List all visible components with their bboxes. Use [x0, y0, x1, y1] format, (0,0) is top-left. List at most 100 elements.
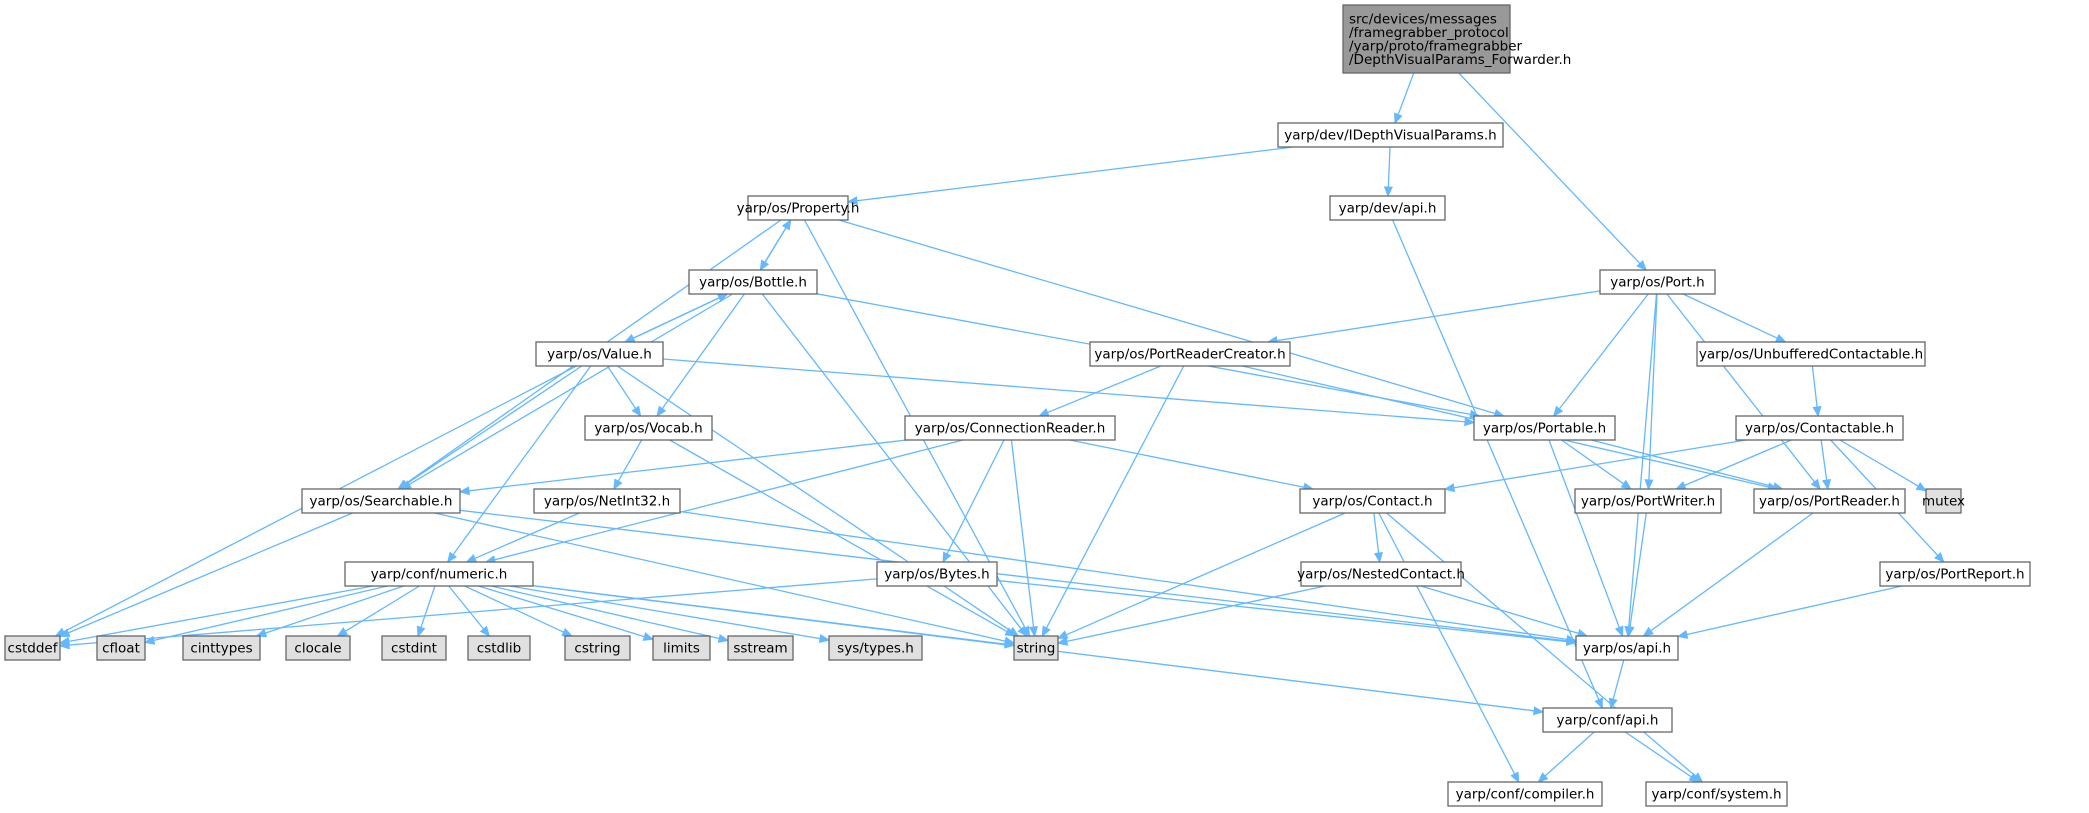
node-prc[interactable]: yarp/os/PortReaderCreator.h [1089, 341, 1291, 367]
node-label: yarp/os/ConnectionReader.h [915, 421, 1106, 437]
edge-port-to-portwriter [1644, 293, 1658, 491]
edge-arrowhead [942, 551, 952, 564]
node-value[interactable]: yarp/os/Value.h [535, 341, 664, 367]
edge-connreader-to-bytes [942, 439, 1005, 564]
edge-line [616, 365, 1012, 632]
edge-idepth-to-devapi [1383, 146, 1393, 198]
node-systypes: sys/types.h [828, 635, 923, 661]
edge-arrowhead [1644, 479, 1654, 491]
edge-connreader-to-searchable [458, 439, 907, 496]
edge-line [669, 439, 1008, 633]
node-idepth[interactable]: yarp/dev/IDepthVisualParams.h [1277, 122, 1504, 148]
node-box [1574, 488, 1722, 514]
node-box [381, 635, 447, 661]
node-contactable[interactable]: yarp/os/Contactable.h [1735, 415, 1904, 441]
node-label: yarp/os/UnbufferedContactable.h [1699, 347, 1923, 363]
edge-arrowhead [1004, 627, 1016, 637]
edge-arrowhead [1566, 636, 1578, 647]
node-box [904, 415, 1116, 441]
node-root[interactable]: src/devices/messages/framegrabber_protoc… [1342, 4, 1571, 74]
edge-bottle-to-vocab [656, 293, 745, 418]
node-vocab[interactable]: yarp/os/Vocab.h [584, 415, 713, 441]
edge-arrowhead [1810, 478, 1821, 491]
edge-nested-to-osapi [1420, 585, 1589, 638]
node-bytes[interactable]: yarp/os/Bytes.h [876, 561, 998, 587]
edge-arrowhead [255, 628, 268, 638]
edge-osapi-to-confapi [1608, 659, 1625, 710]
edge-property-to-portable [838, 219, 1506, 418]
node-port[interactable]: yarp/os/Port.h [1599, 269, 1716, 295]
edge-line [1811, 365, 1818, 408]
edge-searchable-to-cstddef [58, 512, 353, 637]
node-box [1447, 781, 1603, 807]
node-connreader[interactable]: yarp/os/ConnectionReader.h [904, 415, 1116, 441]
node-box [1753, 488, 1906, 514]
node-osapi[interactable]: yarp/os/api.h [1575, 635, 1679, 661]
edge-arrowhead [397, 479, 410, 490]
node-label: sstream [733, 641, 787, 657]
node-confapi[interactable]: yarp/conf/api.h [1542, 707, 1673, 733]
node-box [1575, 635, 1679, 661]
node-label: cfloat [102, 641, 140, 657]
edge-line [420, 585, 436, 628]
node-portable[interactable]: yarp/os/Portable.h [1473, 415, 1616, 441]
edge-line [996, 579, 1568, 643]
node-bottle[interactable]: yarp/os/Bottle.h [688, 269, 818, 295]
edge-line [490, 585, 720, 640]
edge-portreader-to-osapi [1642, 512, 1814, 637]
node-unbuf[interactable]: yarp/os/UnbufferedContactable.h [1696, 341, 1926, 367]
edge-line [624, 297, 720, 343]
node-label: yarp/conf/compiler.h [1456, 787, 1595, 803]
edge-arrowhead [1464, 417, 1476, 427]
edge-numeric-to-systypes [509, 585, 831, 644]
edge-line [1686, 585, 1902, 636]
node-box [285, 635, 351, 661]
node-label: yarp/os/Bottle.h [699, 275, 807, 291]
edge-line [1624, 731, 1692, 778]
edge-arrowhead [1608, 697, 1618, 710]
node-box [1013, 635, 1059, 661]
edge-bytes-to-osapi [996, 579, 1578, 647]
node-label: yarp/os/Bytes.h [884, 567, 990, 583]
edge-line [856, 146, 1294, 202]
node-searchable[interactable]: yarp/os/Searchable.h [301, 488, 461, 514]
node-portwriter[interactable]: yarp/os/PortWriter.h [1574, 488, 1722, 514]
node-portreader[interactable]: yarp/os/PortReader.h [1753, 488, 1906, 514]
edge-confapi-to-system [1624, 731, 1700, 783]
node-nested[interactable]: yarp/os/NestedContact.h [1297, 561, 1465, 587]
node-box [1342, 4, 1511, 74]
edge-arrowhead [1041, 625, 1051, 638]
edge-line [1453, 439, 1747, 489]
node-label: src/devices/messages [1349, 11, 1497, 27]
edge-arrowhead [58, 628, 71, 637]
edge-root-to-idepth [1394, 72, 1415, 125]
edge-portable-to-portreader [1591, 439, 1784, 492]
node-netint32[interactable]: yarp/os/NetInt32.h [533, 488, 681, 514]
node-label: yarp/os/Contact.h [1312, 494, 1432, 510]
node-label: clocale [294, 641, 341, 657]
edge-line [68, 585, 374, 643]
edge-arrowhead [465, 554, 478, 563]
edge-arrowhead [1620, 479, 1633, 490]
node-portreport[interactable]: yarp/os/PortReport.h [1879, 561, 2031, 587]
node-contact[interactable]: yarp/os/Contact.h [1299, 488, 1446, 514]
node-system[interactable]: yarp/conf/system.h [1645, 781, 1788, 807]
edge-line [265, 585, 404, 634]
node-box [533, 488, 681, 514]
node-devapi[interactable]: yarp/dev/api.h [1329, 195, 1446, 221]
node-box [1473, 415, 1616, 441]
node-limits: limits [652, 635, 711, 661]
node-box [344, 561, 534, 587]
node-numeric[interactable]: yarp/conf/numeric.h [344, 561, 534, 587]
node-compiler[interactable]: yarp/conf/compiler.h [1447, 781, 1603, 807]
node-property[interactable]: yarp/os/Property.h [737, 195, 860, 221]
edge-contact-to-compiler [1378, 512, 1520, 784]
edge-line [1650, 512, 1814, 632]
node-box [1599, 269, 1716, 295]
edge-contactable-to-portwriter [1675, 439, 1792, 490]
node-box [96, 635, 146, 661]
edge-prc-to-connreader [1038, 365, 1162, 417]
edge-arrowhead [1443, 483, 1456, 493]
edge-line [1010, 439, 1035, 628]
